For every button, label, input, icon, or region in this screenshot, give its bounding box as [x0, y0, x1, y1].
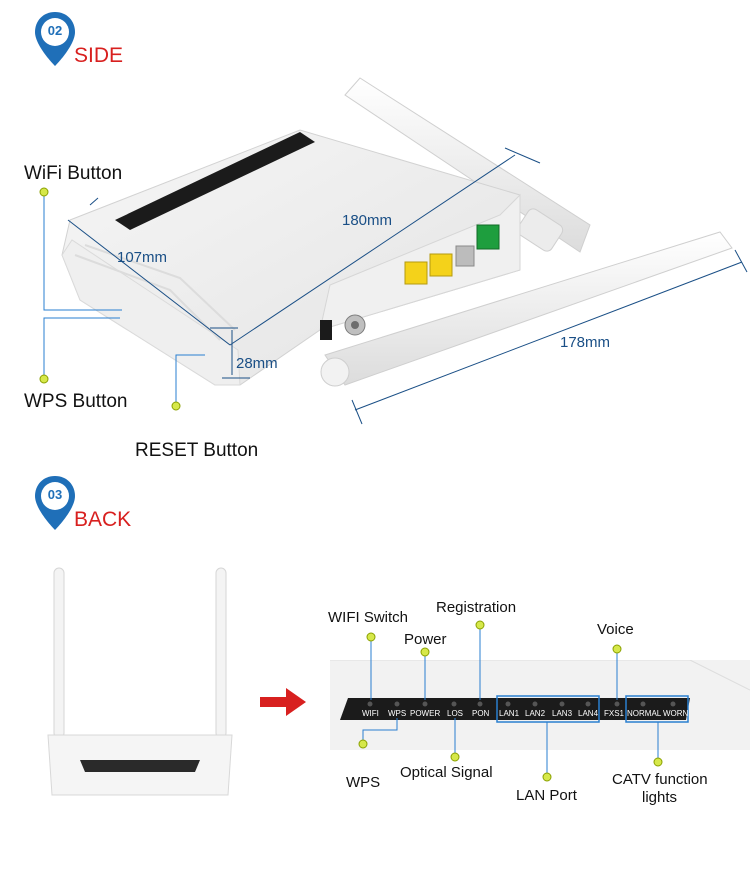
- callout-reset-button: RESET Button: [135, 440, 259, 461]
- led-row: [367, 701, 676, 707]
- front-antenna: [320, 231, 733, 387]
- side-callout-leaders: [43, 192, 205, 405]
- callout-catv-line1: CATV function: [612, 771, 708, 788]
- callout-wifi-switch: WIFI Switch: [328, 609, 409, 626]
- section-side-title: SIDE: [74, 44, 124, 67]
- callout-voice: Voice: [597, 621, 634, 638]
- dimension-antenna: 178mm: [560, 334, 611, 351]
- router-front-illustration: [47, 567, 233, 796]
- callout-wps-button: WPS Button: [24, 391, 128, 412]
- led-label-fxs1: FXS1: [604, 709, 625, 718]
- callout-power: Power: [404, 631, 447, 648]
- section-back-title: BACK: [74, 508, 132, 531]
- section-back-pin-icon: [35, 476, 75, 530]
- callout-wifi-button: WiFi Button: [24, 163, 123, 184]
- led-label-pon: PON: [472, 709, 490, 718]
- led-label-worn: WORN: [663, 709, 689, 718]
- led-label-lan4: LAN4: [578, 709, 599, 718]
- dimension-depth: 107mm: [117, 249, 168, 266]
- led-label-lan2: LAN2: [525, 709, 546, 718]
- router-body: [61, 129, 521, 386]
- dimension-lines: [67, 147, 748, 425]
- callout-catv-line2: lights: [642, 789, 678, 806]
- section-back-number: 03: [47, 487, 63, 502]
- led-label-lan3: LAN3: [552, 709, 573, 718]
- led-label-power: POWER: [410, 709, 441, 718]
- section-side-pin-icon: [35, 12, 75, 66]
- dimension-length: 180mm: [342, 212, 393, 229]
- section-side-number: 02: [47, 23, 63, 38]
- router-side-illustration: [39, 77, 748, 425]
- led-label-normal: NORMAL: [627, 709, 662, 718]
- callout-registration: Registration: [436, 599, 517, 616]
- led-panel-closeup: [330, 660, 750, 750]
- back-callout-leaders: [358, 620, 663, 782]
- side-callout-dots: [39, 187, 181, 411]
- callout-lan-port: LAN Port: [516, 787, 577, 804]
- arrow-right-icon: [260, 688, 306, 716]
- callout-optical-signal: Optical Signal: [400, 764, 493, 781]
- callout-wps: WPS: [346, 774, 381, 791]
- led-label-wps: WPS: [388, 709, 407, 718]
- led-label-los: LOS: [447, 709, 464, 718]
- led-label-lan1: LAN1: [499, 709, 520, 718]
- dimension-height: 28mm: [236, 355, 278, 372]
- led-label-wifi: WIFI: [362, 709, 379, 718]
